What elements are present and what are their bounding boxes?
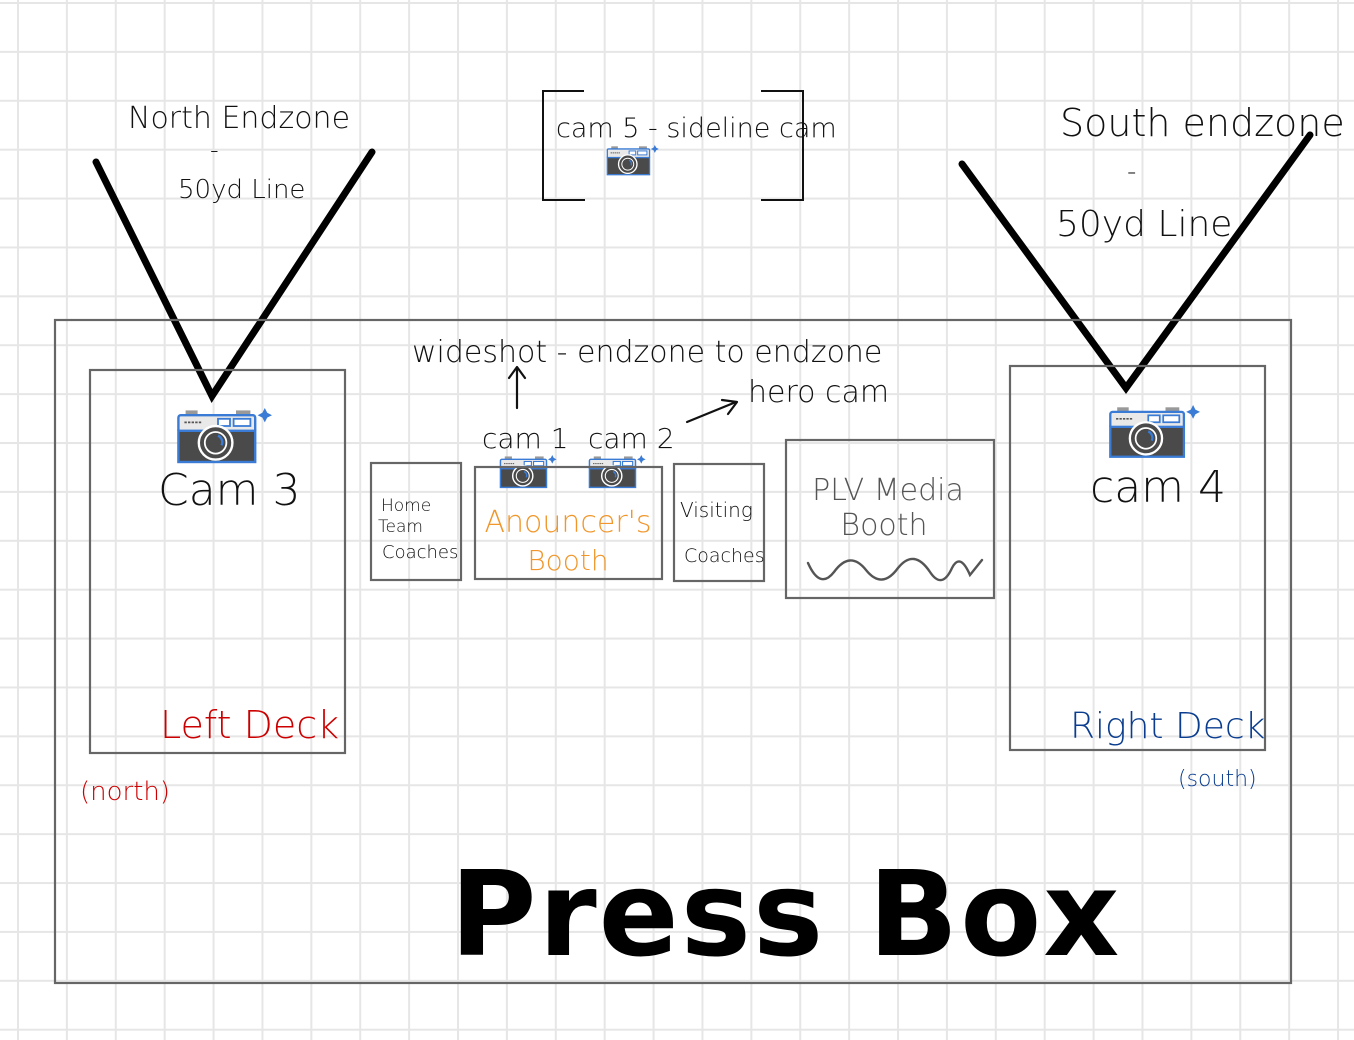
home-line2: Team [378, 517, 423, 537]
cam1-label: cam 1 [482, 422, 569, 455]
media-line1: PLV Media [812, 473, 964, 508]
right-deck: cam 4 Right Deck (south) [1008, 364, 1267, 792]
media-room-outline [784, 438, 996, 600]
visiting-line2: Coaches [684, 545, 765, 567]
home-line1: Home [381, 496, 431, 516]
right-deck-direction: (south) [1178, 767, 1257, 792]
wideshot-arrow [507, 365, 527, 410]
cam2-label: cam 2 [588, 422, 675, 455]
wideshot-note: wideshot - endzone to endzone [412, 335, 882, 370]
bracket-right [761, 90, 804, 201]
plv-media-booth: PLV Media Booth [784, 438, 996, 600]
media-squiggle [806, 557, 984, 582]
hero-cam-arrow [685, 398, 739, 424]
sideline-cam-label: cam 5 - sideline cam [556, 113, 837, 144]
north-view-cone: North Endzone - 50yd Line [92, 101, 376, 404]
cam3-label: Cam 3 [158, 465, 301, 516]
cam4-label: cam 4 [1090, 462, 1226, 513]
announcer-line1: Anouncer's [484, 505, 651, 540]
south-50yd-label: 50yd Line [1056, 204, 1232, 245]
north-dash: - [210, 136, 219, 164]
press-box-title: Press Box [450, 845, 1121, 983]
announcer-line2: Booth [527, 544, 608, 577]
left-deck-label: Left Deck [160, 703, 339, 747]
north-endzone-label: North Endzone [128, 101, 350, 136]
announcers-booth: Anouncer's Booth [473, 465, 664, 581]
right-deck-outline [1008, 364, 1267, 752]
north-50yd-label: 50yd Line [178, 175, 305, 205]
home-team-coaches-room: Home Team Coaches [369, 461, 463, 582]
camera-icon [177, 406, 274, 464]
sideline-cam-frame: cam 5 - sideline cam [542, 90, 837, 201]
camera-icon [588, 454, 647, 489]
camera-icon [499, 454, 558, 489]
visiting-coaches-room: Visiting Coaches [672, 462, 766, 583]
visiting-line1: Visiting [680, 498, 753, 522]
bracket-left [542, 90, 585, 201]
hero-cam-note: hero cam [748, 375, 889, 410]
south-cone-lines [958, 131, 1314, 394]
left-deck: Cam 3 Left Deck (north) [80, 368, 347, 807]
north-cone-lines [92, 148, 376, 404]
camera-icon [606, 144, 660, 176]
left-deck-direction: (north) [80, 777, 170, 807]
south-endzone-label: South endzone [1060, 101, 1345, 145]
visiting-room-outline [672, 462, 766, 583]
south-dash: - [1127, 157, 1136, 187]
camera-icon [1109, 403, 1202, 458]
announcer-room-outline [473, 465, 664, 581]
south-view-cone: South endzone - 50yd Line [958, 101, 1345, 394]
press-box-outline [53, 318, 1293, 985]
home-room-outline [369, 461, 463, 582]
media-line2: Booth [840, 508, 927, 543]
home-line3: Coaches [382, 542, 458, 563]
left-deck-outline [88, 368, 347, 755]
right-deck-label: Right Deck [1070, 706, 1266, 747]
